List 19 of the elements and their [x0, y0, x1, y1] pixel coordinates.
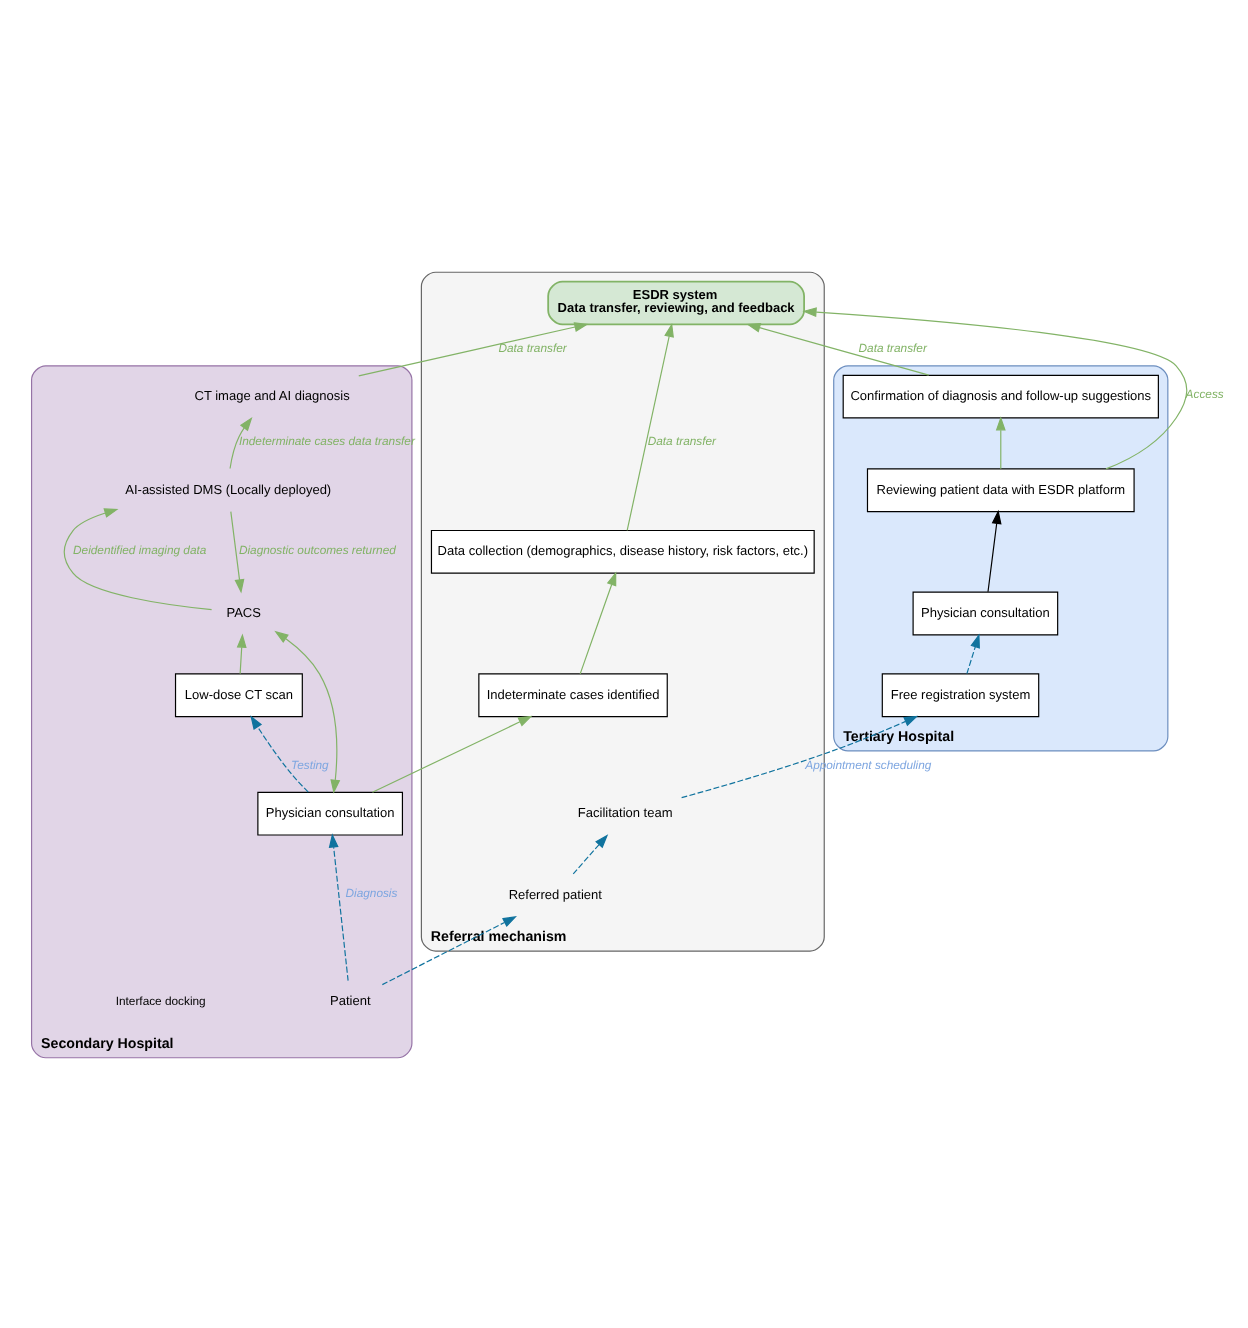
- arrow: [746, 321, 930, 375]
- arrow: [802, 306, 1188, 469]
- arrow: [229, 415, 253, 469]
- arrow: [579, 570, 617, 674]
- arrow: [371, 714, 533, 792]
- arrow: [274, 629, 341, 793]
- arrow: [328, 832, 349, 981]
- arrow: [995, 415, 1006, 469]
- arrow: [63, 507, 213, 610]
- arrow: [381, 915, 517, 985]
- arrow: [626, 321, 674, 531]
- arrow: [236, 632, 247, 674]
- arrow: [250, 714, 309, 792]
- arrow: [230, 510, 245, 593]
- arrow: [358, 321, 589, 376]
- arrow: [681, 714, 919, 798]
- arrow: [987, 508, 1002, 592]
- arrow: [572, 833, 609, 874]
- arrow: [966, 632, 980, 674]
